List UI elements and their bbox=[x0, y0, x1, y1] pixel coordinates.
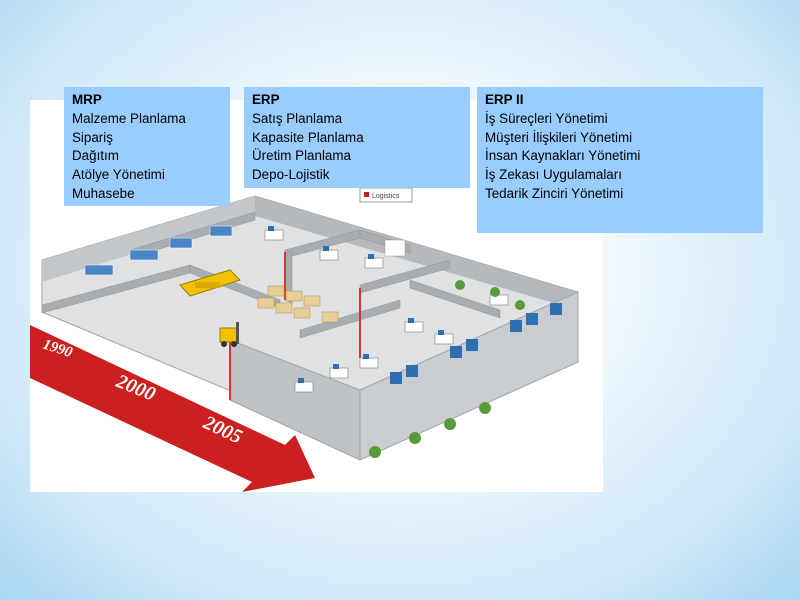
forklift bbox=[219, 322, 239, 347]
back-wall bbox=[42, 196, 255, 282]
mrp-item: Malzeme Planlama bbox=[72, 110, 186, 126]
mrp-item: Muhasebe bbox=[72, 185, 135, 201]
erp2-title: ERP II bbox=[485, 92, 524, 107]
erp-item: Depo-Lojistik bbox=[252, 167, 330, 183]
warehouse-pallets bbox=[257, 285, 339, 323]
wall-screens bbox=[84, 225, 406, 276]
erp2-item: Müşteri İlişkileri Yönetimi bbox=[485, 129, 633, 145]
erp2-item: Tedarik Zinciri Yönetimi bbox=[485, 185, 624, 201]
erp2-item: İş Zekası Uygulamaları bbox=[485, 167, 622, 183]
erp-item: Üretim Planlama bbox=[252, 148, 351, 164]
logistics-sign: Logistics bbox=[359, 187, 413, 203]
erp-item: Kapasite Planlama bbox=[252, 129, 364, 145]
mrp-item: Dağıtım bbox=[72, 148, 119, 164]
logistics-sign-label: Logistics bbox=[372, 193, 400, 200]
timeline-arrow bbox=[30, 325, 315, 492]
yellow-truck bbox=[179, 269, 241, 297]
erp2-item: İş Süreçleri Yönetimi bbox=[485, 110, 608, 126]
erp-item: Satış Planlama bbox=[252, 110, 343, 126]
interior-walls bbox=[41, 211, 501, 339]
red-wall-edges bbox=[229, 252, 361, 400]
factory-floorplan-drawing: 1990 2000 2005 bbox=[30, 187, 580, 492]
erp-box: ERP Satış Planlama Kapasite Planlama Üre… bbox=[244, 87, 470, 188]
mrp-box: MRP Malzeme Planlama Sipariş Dağıtım Atö… bbox=[64, 87, 230, 206]
front-windows bbox=[390, 303, 562, 384]
mrp-item: Atölye Yönetimi bbox=[72, 167, 165, 183]
mrp-item: Sipariş bbox=[72, 129, 113, 145]
erp-title: ERP bbox=[252, 92, 280, 107]
plants bbox=[369, 280, 525, 458]
mrp-title: MRP bbox=[72, 92, 102, 107]
erp2-item: İnsan Kaynakları Yönetimi bbox=[485, 148, 641, 164]
erp2-box: ERP II İş Süreçleri Yönetimi Müşteri İli… bbox=[477, 87, 763, 233]
office-monitors bbox=[268, 226, 444, 383]
